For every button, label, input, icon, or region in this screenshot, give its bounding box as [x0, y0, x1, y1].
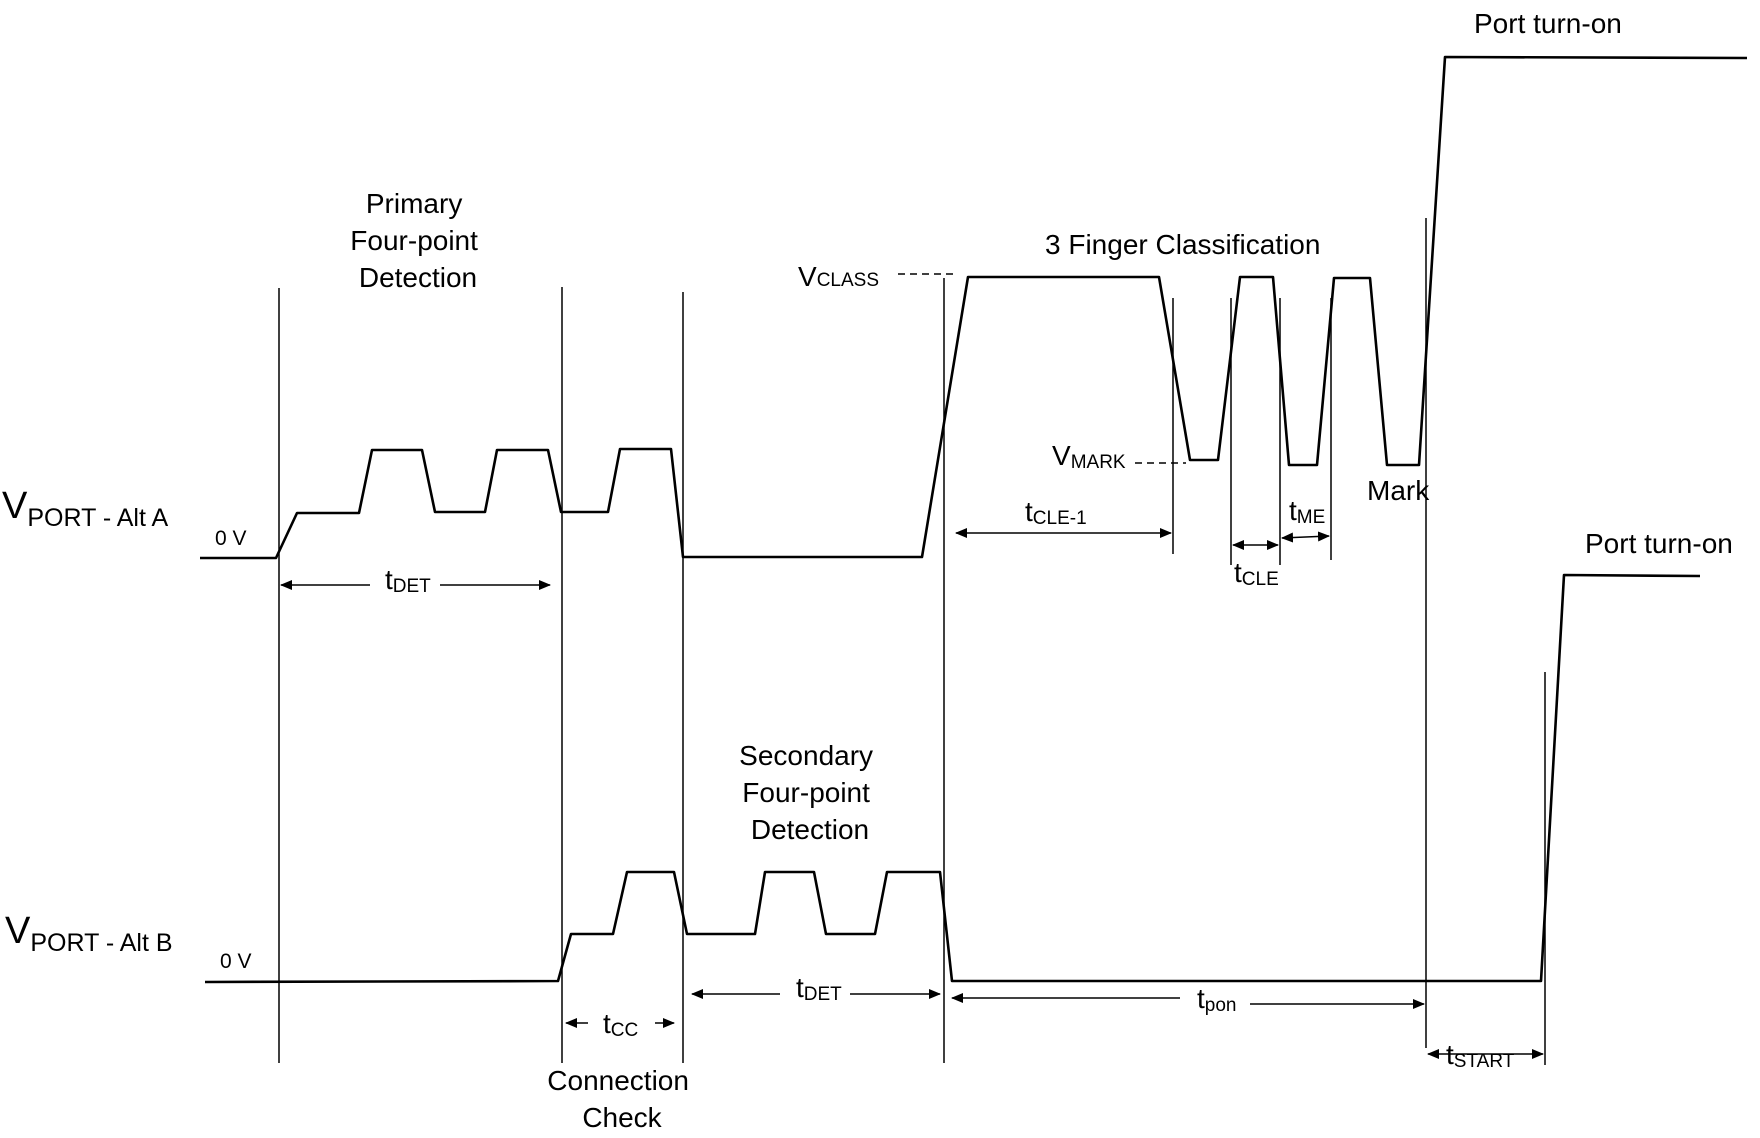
classification-label: 3 Finger Classification [1045, 229, 1320, 260]
mark-label: Mark [1367, 475, 1430, 506]
zero-volt-label-alt-b: 0 V [220, 950, 252, 973]
signal-label-alt-b: VPORT - Alt B [5, 910, 173, 957]
port-turn-on-label-b: Port turn-on [1585, 528, 1733, 559]
tpon-label: tpon [1197, 983, 1236, 1016]
waveform-alt-b [204, 573, 1701, 984]
tdet-label-a: tDET [385, 564, 431, 597]
reference-lines [278, 218, 1546, 1065]
waveform-alt-a [200, 55, 1748, 560]
signal-label-alt-a: VPORT - Alt A [2, 485, 168, 532]
tcc-label: tCC [603, 1008, 638, 1041]
tme-arrow [1281, 531, 1330, 543]
secondary-detection-label: Secondary Four-point Detection [739, 740, 881, 845]
tcle1-label: tCLE-1 [1025, 496, 1087, 529]
port-turn-on-label-a: Port turn-on [1474, 8, 1622, 39]
tcle-label: tCLE [1234, 557, 1279, 590]
tdet-label-b: tDET [796, 972, 842, 1005]
vclass-label: VCLASS [798, 261, 879, 292]
primary-detection-label: Primary Four-point Detection [350, 188, 485, 293]
tstart-label: tSTART [1446, 1039, 1515, 1072]
tme-label: tME [1289, 495, 1325, 528]
vmark-label: VMARK [1052, 440, 1126, 473]
connection-check-label: Connection Check [547, 1065, 696, 1133]
timing-arrows [280, 528, 1544, 1059]
zero-volt-label-alt-a: 0 V [215, 527, 247, 550]
